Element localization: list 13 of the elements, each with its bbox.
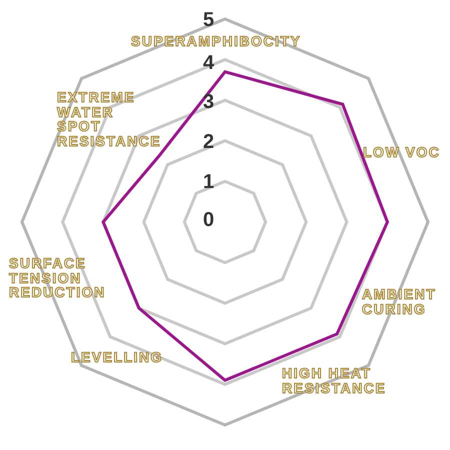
axis-label: HIGH HEAT RESISTANCE <box>282 366 386 396</box>
scale-tick-label: 5 <box>203 10 214 31</box>
scale-tick-label: 3 <box>203 92 214 113</box>
scale-tick-label: 2 <box>203 132 214 153</box>
axis-label: LOW VOC <box>363 145 440 160</box>
scale-tick-label: 1 <box>203 172 214 193</box>
scale-tick-label: 0 <box>203 210 214 231</box>
axis-label: SUPERAMPHIBOCITY <box>131 34 302 49</box>
scale-tick-label: 4 <box>203 53 214 74</box>
axis-label: LEVELLING <box>71 350 164 365</box>
axis-label: EXTREME WATER SPOT RESISTANCE <box>57 90 162 149</box>
axis-label: AMBIENT CURING <box>362 287 436 316</box>
axis-label: SURFACE TENSION REDUCTION <box>9 256 106 300</box>
